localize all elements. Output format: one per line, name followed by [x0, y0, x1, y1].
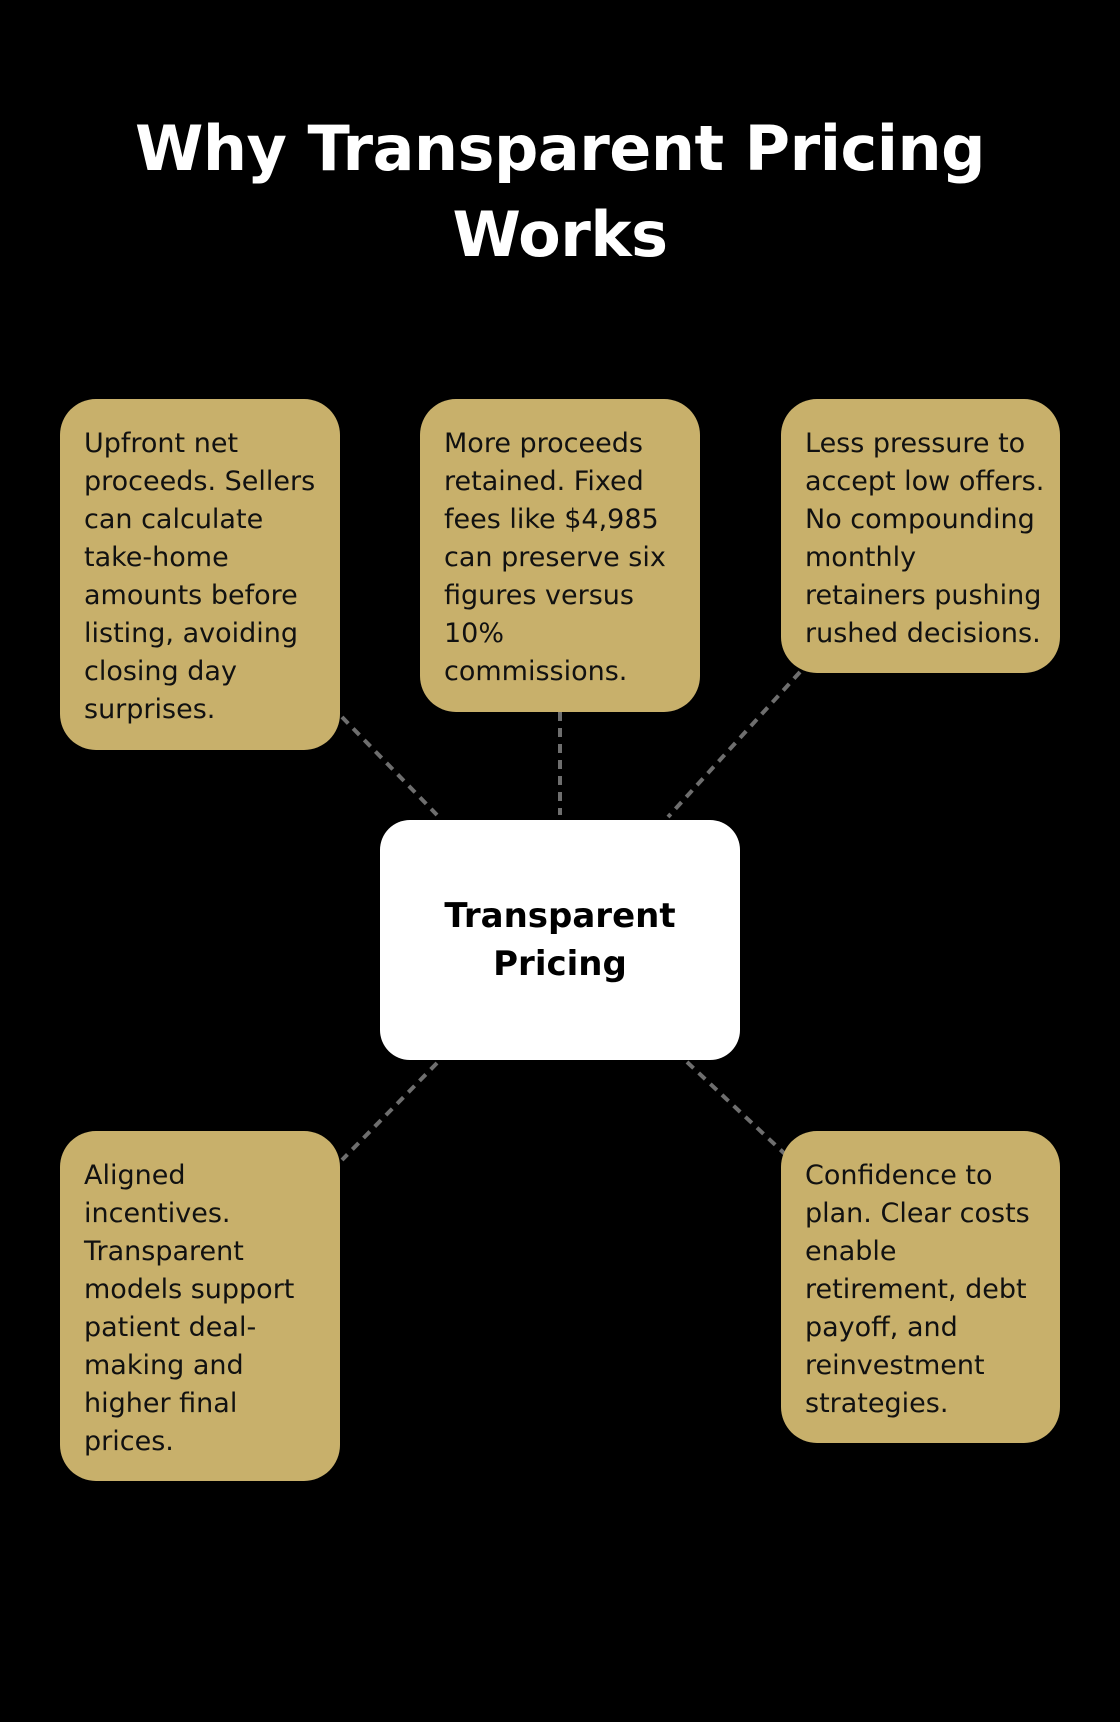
node-text-line: Confidence to	[805, 1160, 993, 1191]
connector-top-left	[340, 715, 439, 817]
node-text-line: retained. Fixed	[444, 466, 644, 497]
connector-bottom-right	[685, 1060, 788, 1157]
center-node-line-1: Transparent	[444, 896, 676, 936]
node-confidence-to-plan: Confidence to plan. Clear costs enable r…	[781, 1131, 1060, 1443]
node-text-line: payoff, and	[805, 1312, 958, 1343]
node-text-line: models support	[84, 1274, 295, 1305]
node-text-line: retirement, debt	[805, 1274, 1027, 1305]
node-text-line: listing, avoiding	[84, 618, 299, 649]
node-text-line: rushed decisions.	[805, 618, 1041, 649]
node-text-line: More proceeds	[444, 428, 643, 459]
node-text-line: enable	[805, 1236, 897, 1267]
node-text-line: retainers pushing	[805, 580, 1042, 611]
node-more-proceeds-retained: More proceeds retained. Fixed fees like …	[420, 399, 700, 712]
node-text-line: patient deal-	[84, 1312, 257, 1343]
node-text-line: higher final	[84, 1388, 238, 1419]
node-text-line: No compounding	[805, 504, 1035, 535]
center-node-line-2: Pricing	[493, 944, 627, 984]
center-node-transparent-pricing: Transparent Pricing	[380, 820, 740, 1060]
title-line-2: Works	[452, 198, 668, 271]
node-text-line: figures versus	[444, 580, 634, 611]
node-text-line: plan. Clear costs	[805, 1198, 1030, 1229]
node-less-pressure: Less pressure to accept low offers. No c…	[781, 399, 1060, 673]
node-text-line: Less pressure to	[805, 428, 1026, 459]
node-text-line: commissions.	[444, 656, 628, 687]
node-text-line: prices.	[84, 1426, 174, 1457]
title-line-1: Why Transparent Pricing	[135, 112, 985, 185]
node-text-line: Aligned	[84, 1160, 186, 1191]
connector-bottom-left	[340, 1061, 439, 1162]
node-upfront-net-proceeds: Upfront net proceeds. Sellers can calcul…	[60, 399, 340, 750]
node-text-line: can preserve six	[444, 542, 666, 573]
diagram-title: Why Transparent Pricing Works	[0, 106, 1120, 278]
node-text-line: surprises.	[84, 694, 216, 725]
node-text-line: Upfront net	[84, 428, 239, 459]
node-text-line: monthly	[805, 542, 917, 573]
node-text-line: can calculate	[84, 504, 264, 535]
node-text-line: amounts before	[84, 580, 298, 611]
connector-top-right	[666, 670, 802, 819]
node-text-line: 10%	[444, 618, 505, 649]
node-text-line: Transparent	[84, 1236, 244, 1267]
node-text-line: incentives.	[84, 1198, 231, 1229]
node-text-line: take-home	[84, 542, 229, 573]
node-text-line: accept low offers.	[805, 466, 1045, 497]
node-aligned-incentives: Aligned incentives. Transparent models s…	[60, 1131, 340, 1481]
node-text-line: reinvestment	[805, 1350, 985, 1381]
node-text-line: closing day	[84, 656, 237, 687]
node-text-line: making and	[84, 1350, 244, 1381]
node-text-line: strategies.	[805, 1388, 949, 1419]
node-text-line: proceeds. Sellers	[84, 466, 316, 497]
node-text-line: fees like $4,985	[444, 504, 659, 535]
